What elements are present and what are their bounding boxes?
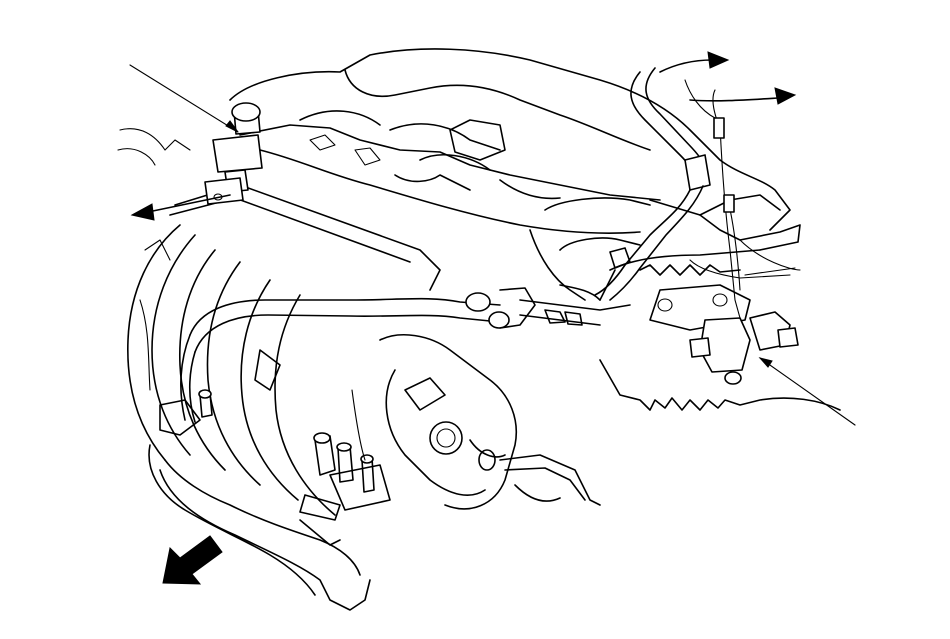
leader-arrowhead-right xyxy=(758,357,773,368)
intake-manifold xyxy=(127,184,441,611)
leader-line-mid-right xyxy=(744,267,796,276)
left-sensor xyxy=(117,102,263,205)
throttle-body xyxy=(379,334,601,510)
exhaust-side xyxy=(529,194,841,411)
valve-cover xyxy=(229,48,791,234)
breather-hose xyxy=(559,67,711,301)
arrow-front-lower-left-icon xyxy=(162,535,223,585)
arrow-upper-right-icon xyxy=(659,51,730,73)
leader-line-upper-left xyxy=(129,64,239,133)
hose xyxy=(180,287,631,423)
bolts xyxy=(198,389,391,521)
leader-arrowhead-upper-left xyxy=(225,120,239,133)
sensor-assembly xyxy=(649,284,799,385)
arrow-left-icon xyxy=(130,194,231,221)
arrow-upper-right-curved-icon xyxy=(684,79,797,119)
leader-line-right xyxy=(759,357,856,426)
wiring xyxy=(689,89,791,301)
